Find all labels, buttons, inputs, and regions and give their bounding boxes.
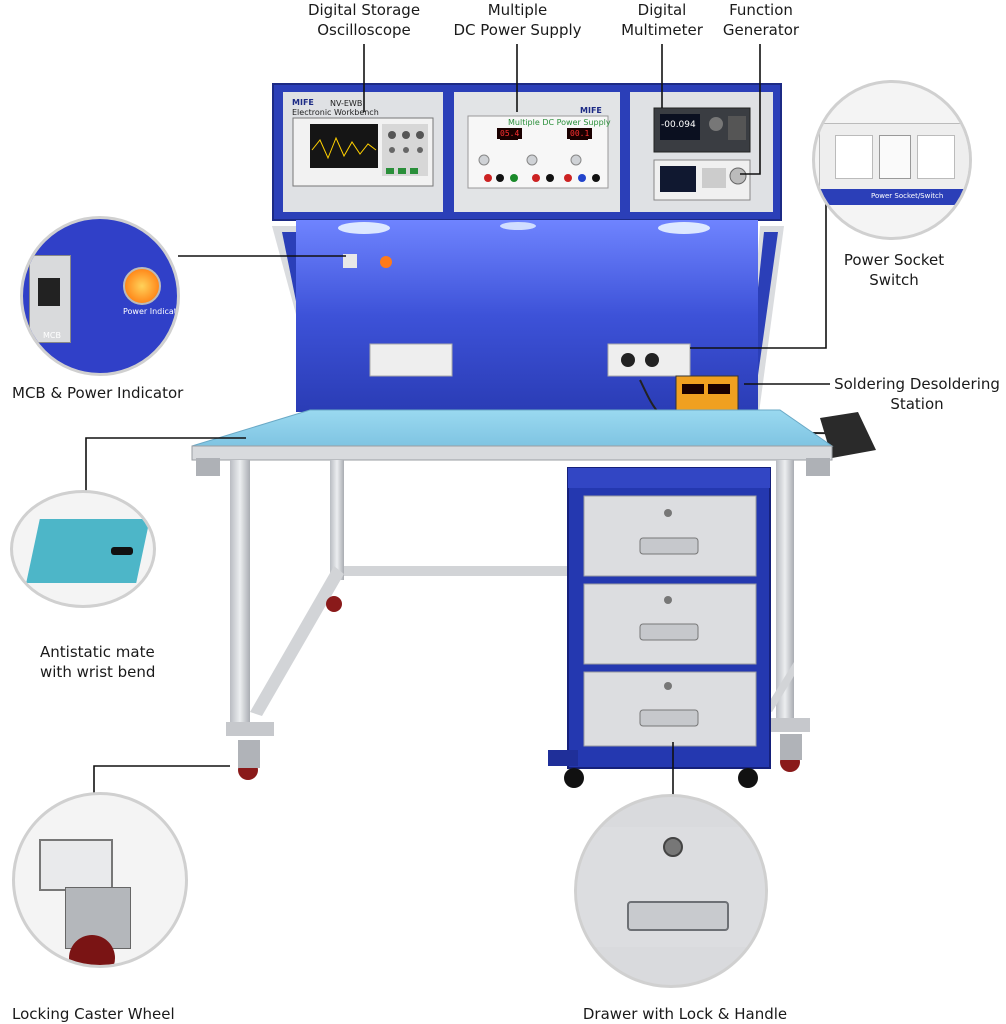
label-power-socket: Power Socket Switch <box>826 250 962 290</box>
inset-drawer <box>574 794 768 988</box>
multimeter-device <box>653 107 751 153</box>
label-soldering-line2: Station <box>890 395 944 413</box>
label-function-generator: Function Generator <box>716 0 806 40</box>
inset-antistatic-mat <box>10 490 156 608</box>
mcb-breaker <box>29 255 71 343</box>
label-drawer: Drawer with Lock & Handle <box>582 1005 788 1023</box>
label-multimeter: Digital Multimeter <box>606 0 718 40</box>
dmm-display: -00.094 <box>661 120 696 130</box>
drawer-lock <box>663 837 683 857</box>
psu-title-text: Multiple DC Power Supply <box>508 118 611 127</box>
wrist-strap <box>111 547 133 555</box>
switch-rocker <box>879 135 911 179</box>
function-generator-device <box>653 159 751 201</box>
caster-wheel <box>69 935 115 965</box>
label-multimeter-line1: Digital <box>637 1 687 19</box>
model-text: NV-EWB <box>330 99 363 108</box>
inset-mcb-text: MCB <box>43 331 61 340</box>
label-function-generator-line1: Function <box>729 1 793 19</box>
psu-display-2: 00.1 <box>567 128 593 139</box>
label-antistatic-line1: Antistatic mate <box>40 643 155 661</box>
caster-bracket <box>39 839 113 891</box>
drawer-handle <box>627 901 729 931</box>
inset-power-socket: Power Socket/Switch <box>812 80 972 240</box>
oscilloscope-device <box>292 117 434 187</box>
leader-lines <box>85 44 830 802</box>
inset-mcb: MCB Power Indicator <box>20 216 180 376</box>
label-power-socket-line1: Power Socket <box>843 251 945 269</box>
label-soldering-line1: Soldering Desoldering <box>834 375 1000 393</box>
psu-display-1: 05.4 <box>497 128 523 139</box>
label-oscilloscope-line2: Oscilloscope <box>317 21 411 39</box>
label-oscilloscope: Digital Storage Oscilloscope <box>294 0 434 40</box>
back-panel <box>272 220 784 420</box>
label-antistatic: Antistatic mate with wrist bend <box>40 642 156 682</box>
bench-title-text: Electronic Workbench <box>292 108 379 117</box>
drawer-cabinet <box>548 467 771 788</box>
label-power-socket-line2: Switch <box>869 271 919 289</box>
inset-power-indicator-text: Power Indicator <box>123 307 180 316</box>
socket-right <box>917 135 955 179</box>
label-function-generator-line2: Generator <box>722 21 800 39</box>
inset-caster-wheel <box>12 792 188 968</box>
power-indicator-lamp <box>123 267 161 305</box>
label-power-supply: Multiple DC Power Supply <box>445 0 590 40</box>
table-top <box>191 409 834 476</box>
brand-logo-oscilloscope: MIFE <box>292 98 314 107</box>
label-antistatic-line2: with wrist bend <box>40 663 156 681</box>
label-caster: Locking Caster Wheel <box>12 1005 175 1023</box>
table-frame <box>226 460 810 780</box>
label-oscilloscope-line1: Digital Storage <box>307 1 421 19</box>
socket-left <box>835 135 873 179</box>
label-multimeter-line2: Multimeter <box>621 21 703 39</box>
label-power-supply-line1: Multiple <box>487 1 548 19</box>
label-power-supply-line2: DC Power Supply <box>453 21 582 39</box>
label-mcb: MCB & Power Indicator <box>12 384 184 402</box>
brand-logo-psu: MIFE <box>580 106 602 115</box>
inset-socket-text: Power Socket/Switch <box>871 192 944 200</box>
label-soldering: Soldering Desoldering Station <box>832 374 1002 414</box>
